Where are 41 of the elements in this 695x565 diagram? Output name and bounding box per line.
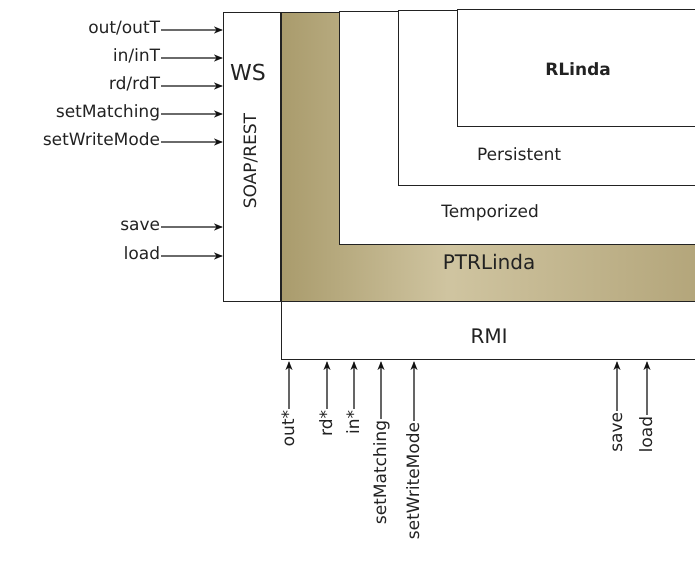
arrow bbox=[285, 361, 293, 409]
layer-label: Temporized bbox=[440, 202, 540, 222]
arrow bbox=[161, 54, 223, 62]
signal-label: setWriteMode bbox=[42, 130, 160, 150]
arrow bbox=[161, 252, 223, 260]
layer-band bbox=[457, 9, 695, 127]
signal-label: out/outT bbox=[88, 18, 160, 38]
signal-label: save bbox=[120, 215, 160, 235]
signal-label: load bbox=[637, 416, 657, 452]
signal-label: in/inT bbox=[112, 46, 160, 66]
arrow bbox=[161, 138, 223, 146]
box-subtitle: SOAP/REST bbox=[241, 113, 261, 208]
signal-label: save bbox=[607, 412, 627, 452]
signal-label: setWriteMode bbox=[404, 422, 424, 540]
arrow bbox=[323, 361, 331, 409]
arrow bbox=[161, 26, 223, 34]
layer-band bbox=[339, 11, 695, 245]
box-title: WS bbox=[230, 61, 266, 86]
layer-label: PTRLinda bbox=[442, 250, 536, 274]
arrow bbox=[613, 361, 621, 411]
arrow bbox=[410, 361, 418, 421]
layer-band bbox=[281, 12, 695, 302]
layer-label: RLinda bbox=[544, 60, 612, 80]
layer-label: RMI bbox=[469, 324, 509, 348]
arrow bbox=[161, 82, 223, 90]
signal-label: in* bbox=[344, 410, 364, 434]
signal-label: out* bbox=[279, 410, 299, 446]
interface-box bbox=[223, 12, 281, 302]
layer-label: Persistent bbox=[476, 145, 562, 165]
signal-label: load bbox=[124, 244, 160, 264]
arrow bbox=[161, 223, 223, 231]
layer-band bbox=[398, 10, 695, 186]
interface-box bbox=[281, 301, 695, 360]
arrow bbox=[643, 361, 651, 415]
signal-label: setMatching bbox=[56, 102, 160, 122]
arrow bbox=[161, 110, 223, 118]
signal-label: rd/rdT bbox=[108, 74, 160, 94]
signal-label: setMatching bbox=[371, 420, 391, 524]
signal-label: rd* bbox=[317, 410, 337, 436]
arrow bbox=[350, 361, 358, 409]
arrow bbox=[377, 361, 385, 419]
